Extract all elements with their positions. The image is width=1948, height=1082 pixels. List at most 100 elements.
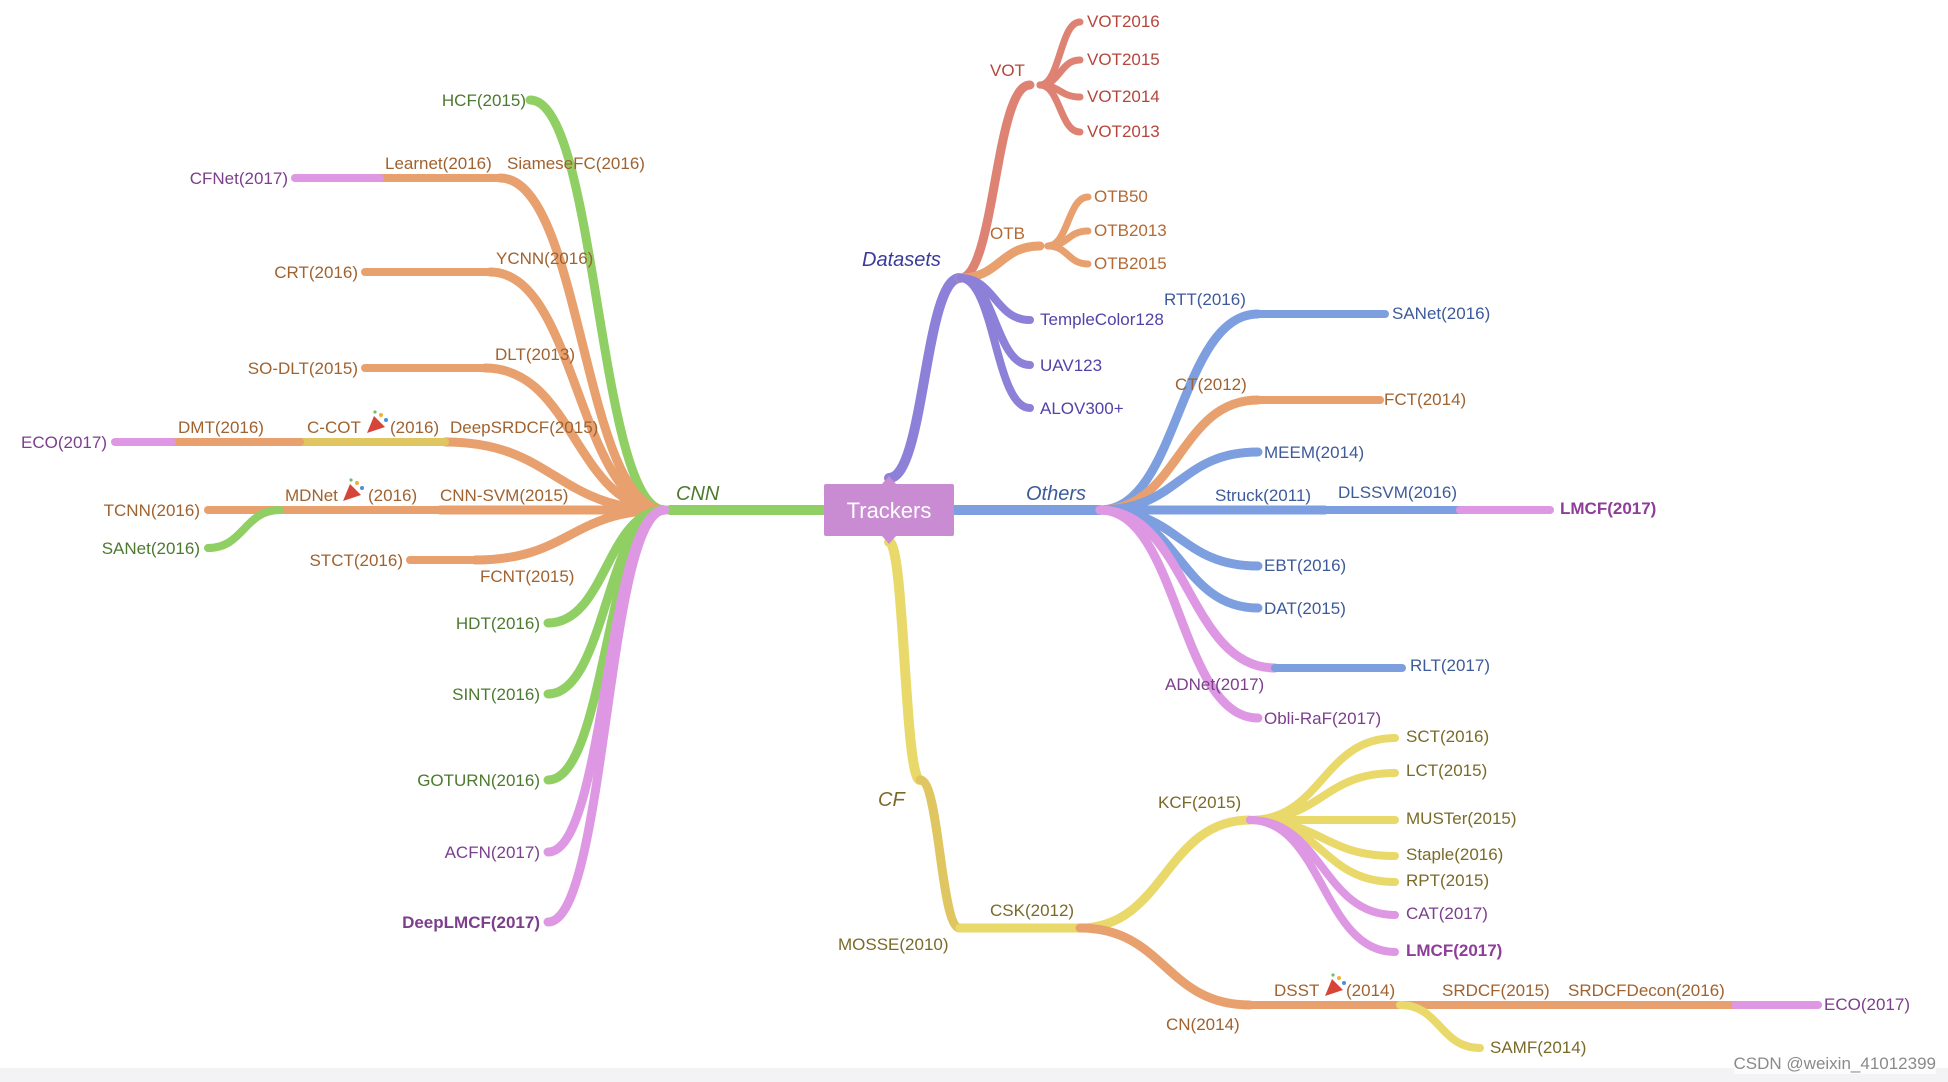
root-label: Trackers	[847, 498, 932, 523]
label-ycnn[interactable]: YCNN(2016)	[496, 249, 593, 268]
label-dsst[interactable]: DSST	[1274, 981, 1319, 1000]
label-uav123[interactable]: UAV123	[1040, 356, 1102, 375]
edge-cnn-fcnt	[470, 505, 670, 565]
label-srdcfdecon[interactable]: SRDCFDecon(2016)	[1568, 981, 1725, 1000]
label-muster[interactable]: MUSTer(2015)	[1406, 809, 1517, 828]
dsst-party-icon	[1325, 973, 1346, 996]
label-obliraf[interactable]: Obli-RaF(2017)	[1264, 709, 1381, 728]
label-otb2013[interactable]: OTB2013	[1094, 221, 1167, 240]
label-staple[interactable]: Staple(2016)	[1406, 845, 1503, 864]
label-rtt[interactable]: RTT(2016)	[1164, 290, 1246, 309]
branch-cf[interactable]: CF	[878, 789, 906, 811]
label-alov300[interactable]: ALOV300+	[1040, 399, 1124, 418]
label-deeplmcf[interactable]: DeepLMCF(2017)	[402, 913, 540, 932]
label-deepsrdcf[interactable]: DeepSRDCF(2015)	[450, 418, 598, 437]
edge-kcf-lmcf	[1246, 816, 1399, 956]
edge-mdnet-sanet	[204, 506, 284, 552]
label-otb50[interactable]: OTB50	[1094, 187, 1148, 206]
label-ct[interactable]: CT(2012)	[1175, 375, 1247, 394]
label-dsst-year[interactable]: (2014)	[1346, 981, 1395, 1000]
label-goturn[interactable]: GOTURN(2016)	[417, 771, 540, 790]
branch-datasets[interactable]: Datasets	[862, 249, 941, 271]
label-mosse[interactable]: MOSSE(2010)	[838, 935, 949, 954]
label-csk[interactable]: CSK(2012)	[990, 901, 1074, 920]
label-templecolor[interactable]: TempleColor128	[1040, 310, 1164, 329]
label-kcf[interactable]: KCF(2015)	[1158, 793, 1241, 812]
label-ccot-year[interactable]: (2016)	[390, 418, 439, 437]
edge-cnn-siamesefc	[495, 173, 670, 515]
label-siamesefc[interactable]: SiameseFC(2016)	[507, 154, 645, 173]
branch-others[interactable]: Others	[1026, 483, 1086, 505]
edge-csk-kcf	[1075, 815, 1255, 933]
label-vot[interactable]: VOT	[990, 61, 1025, 80]
edge-otb-2015	[1044, 242, 1092, 268]
label-cfnet[interactable]: CFNet(2017)	[190, 169, 288, 188]
edge-root-cf	[884, 537, 925, 785]
label-sint[interactable]: SINT(2016)	[452, 685, 540, 704]
label-eco-left[interactable]: ECO(2017)	[21, 433, 107, 452]
label-vot2014[interactable]: VOT2014	[1087, 87, 1160, 106]
branch-cnn[interactable]: CNN	[676, 483, 720, 505]
label-meem[interactable]: MEEM(2014)	[1264, 443, 1364, 462]
label-sct[interactable]: SCT(2016)	[1406, 727, 1489, 746]
label-fct[interactable]: FCT(2014)	[1384, 390, 1466, 409]
label-hdt[interactable]: HDT(2016)	[456, 614, 540, 633]
label-tcnn[interactable]: TCNN(2016)	[104, 501, 200, 520]
label-ebt[interactable]: EBT(2016)	[1264, 556, 1346, 575]
label-mdnet[interactable]: MDNet	[285, 486, 338, 505]
root-node-trackers[interactable]: Trackers	[824, 476, 954, 544]
label-otb[interactable]: OTB	[990, 224, 1025, 243]
watermark: CSDN @weixin_41012399	[1733, 1054, 1936, 1074]
mdnet-party-icon	[343, 478, 364, 501]
edge-datasets-vot	[955, 80, 1035, 283]
edge-cnn-dlt	[480, 363, 670, 515]
label-sanet-right[interactable]: SANet(2016)	[1392, 304, 1490, 323]
label-rpt[interactable]: RPT(2015)	[1406, 871, 1489, 890]
label-vot2013[interactable]: VOT2013	[1087, 122, 1160, 141]
label-crt[interactable]: CRT(2016)	[274, 263, 358, 282]
label-ccot[interactable]: C-COT	[307, 418, 361, 437]
label-stct[interactable]: STCT(2016)	[309, 551, 403, 570]
label-fcnt[interactable]: FCNT(2015)	[480, 567, 574, 586]
label-samf[interactable]: SAMF(2014)	[1490, 1038, 1586, 1057]
label-adnet[interactable]: ADNet(2017)	[1165, 675, 1264, 694]
label-lmcf-others[interactable]: LMCF(2017)	[1560, 499, 1656, 518]
edge-dsst-samf	[1396, 1001, 1484, 1052]
edge-cnn-hcf	[525, 95, 670, 515]
label-dlssvm[interactable]: DLSSVM(2016)	[1338, 483, 1457, 502]
label-cat[interactable]: CAT(2017)	[1406, 904, 1488, 923]
label-lmcf-cf[interactable]: LMCF(2017)	[1406, 941, 1502, 960]
label-acfn[interactable]: ACFN(2017)	[445, 843, 540, 862]
edge-datasets-alov	[956, 274, 1034, 412]
label-lct[interactable]: LCT(2015)	[1406, 761, 1487, 780]
label-rlt[interactable]: RLT(2017)	[1410, 656, 1490, 675]
edge-others-obliraf	[1095, 505, 1263, 723]
label-dmt[interactable]: DMT(2016)	[178, 418, 264, 437]
label-sanet-left[interactable]: SANet(2016)	[102, 539, 200, 558]
label-mdnet-year[interactable]: (2016)	[368, 486, 417, 505]
edge-cnn-deeplmcf	[543, 505, 670, 927]
edge-root-datasets	[884, 273, 965, 483]
label-hcf[interactable]: HCF(2015)	[442, 91, 526, 110]
bottom-bar	[0, 1068, 1948, 1082]
label-learnet[interactable]: Learnet(2016)	[385, 154, 492, 173]
label-dlt[interactable]: DLT(2013)	[495, 345, 575, 364]
label-otb2015[interactable]: OTB2015	[1094, 254, 1167, 273]
label-sodlt[interactable]: SO-DLT(2015)	[248, 359, 358, 378]
label-eco-right[interactable]: ECO(2017)	[1824, 995, 1910, 1014]
label-cnnsvm[interactable]: CNN-SVM(2015)	[440, 486, 568, 505]
label-vot2016[interactable]: VOT2016	[1087, 12, 1160, 31]
label-vot2015[interactable]: VOT2015	[1087, 50, 1160, 69]
edge-vot-2013	[1036, 81, 1084, 136]
edge-cnn-ycnn	[485, 267, 670, 515]
label-cn[interactable]: CN(2014)	[1166, 1015, 1240, 1034]
edge-csk-cn	[1075, 923, 1255, 1010]
edge-others-dat	[1095, 505, 1263, 613]
edge-kcf-sct	[1246, 734, 1399, 824]
label-struck[interactable]: Struck(2011)	[1215, 486, 1311, 505]
label-dat[interactable]: DAT(2015)	[1264, 599, 1346, 618]
ccot-party-icon	[367, 410, 388, 433]
edge-cf-csk	[915, 775, 965, 933]
label-srdcf[interactable]: SRDCF(2015)	[1442, 981, 1550, 1000]
